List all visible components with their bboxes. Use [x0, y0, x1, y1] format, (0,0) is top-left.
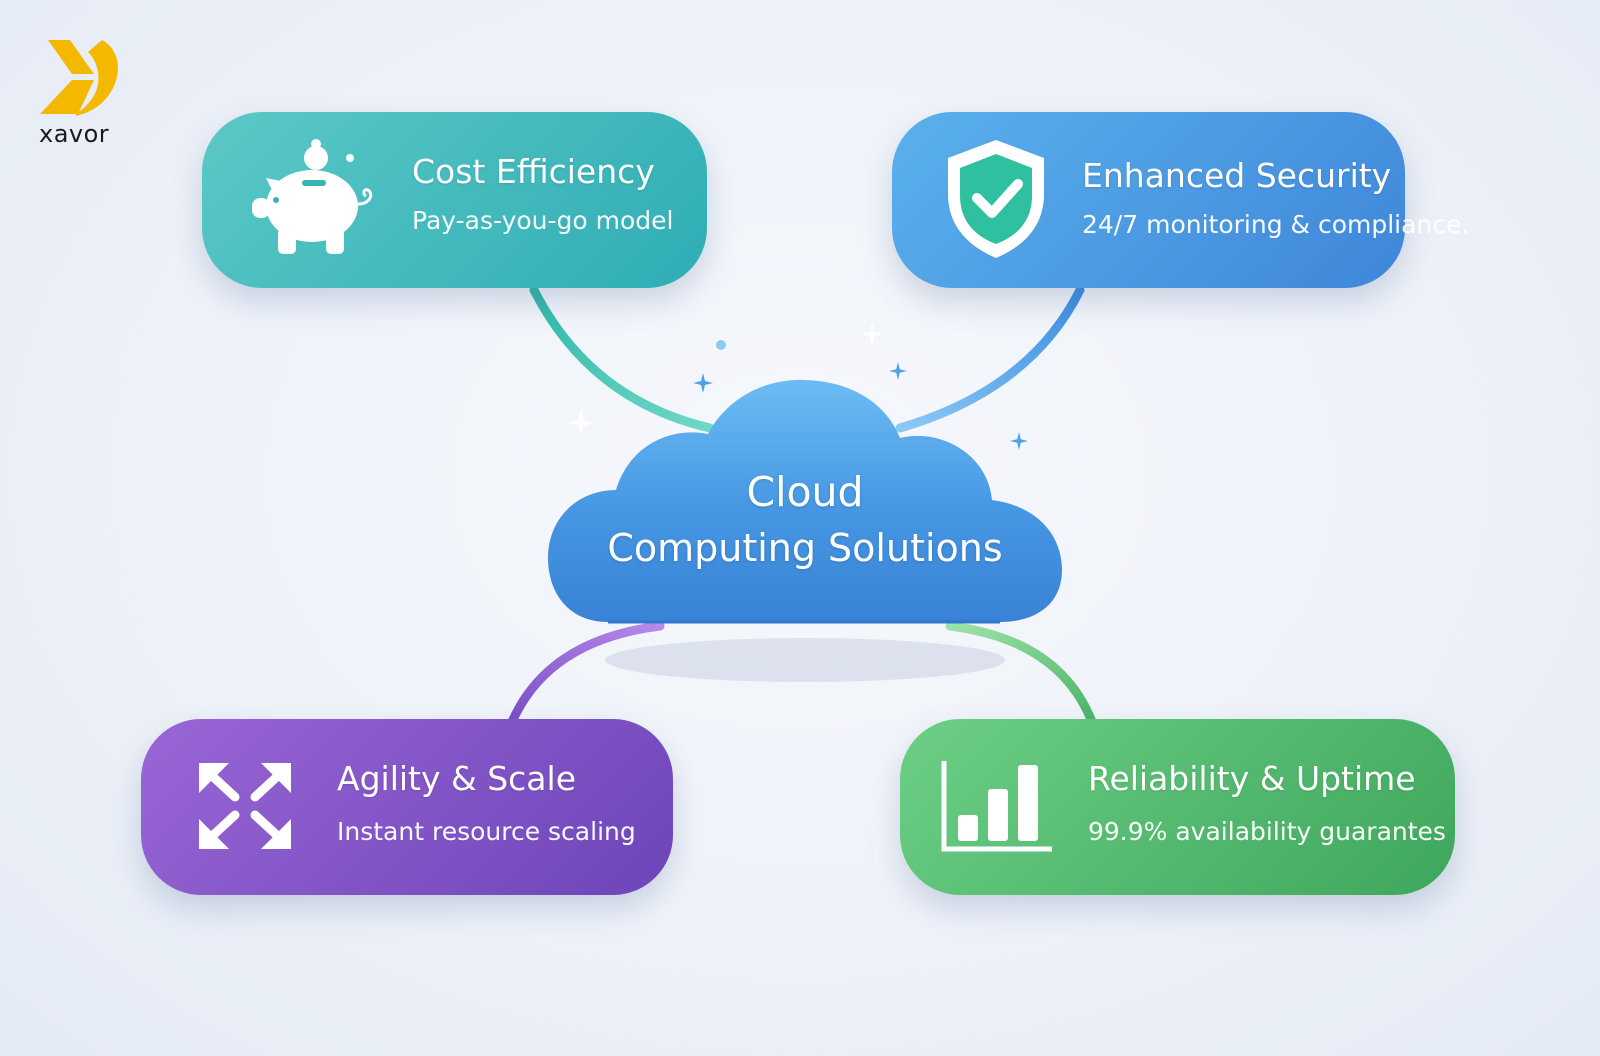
connector-reliability — [945, 621, 1097, 727]
xavor-logo: xavor — [36, 36, 126, 156]
card-title: Cost Efficiency — [412, 152, 655, 191]
card-subtitle: Instant resource scaling — [337, 817, 636, 846]
card-reliability-uptime: Reliability & Uptime 99.9% availability … — [900, 719, 1455, 895]
connector-cost — [529, 285, 715, 433]
card-title: Reliability & Uptime — [1088, 759, 1416, 798]
card-enhanced-security: Enhanced Security 24/7 monitoring & comp… — [892, 112, 1469, 288]
connector-agility — [507, 621, 665, 727]
card-subtitle: Pay-as-you-go model — [412, 206, 674, 235]
sparkle-dot-icon — [716, 340, 726, 350]
sparkle-icon — [889, 362, 907, 380]
card-subtitle: 99.9% availability guarantes — [1088, 817, 1446, 846]
brand-name: xavor — [39, 120, 110, 148]
connector-security — [895, 285, 1085, 433]
bar-chart-icon — [941, 761, 1052, 852]
sparkle-icon — [568, 410, 594, 436]
cloud-shadow — [605, 638, 1005, 682]
sparkle-icon — [860, 322, 884, 346]
cloud-title-line1: Cloud — [746, 468, 864, 516]
card-title: Enhanced Security — [1082, 156, 1392, 195]
expand-arrows-icon — [199, 763, 291, 849]
card-title: Agility & Scale — [337, 759, 576, 798]
sparkle-icon — [693, 373, 713, 393]
card-agility-scale: Agility & Scale Instant resource scaling — [141, 719, 673, 895]
piggy-bank-icon — [252, 139, 373, 254]
card-subtitle: 24/7 monitoring & compliance. — [1082, 210, 1470, 239]
sparkle-icon — [1010, 432, 1028, 450]
cloud-shape — [548, 379, 1062, 624]
xavor-logo-mark — [40, 40, 118, 116]
card-cost-efficiency: Cost Efficiency Pay-as-you-go model — [202, 112, 707, 288]
shield-check-icon — [948, 140, 1044, 258]
cloud-title-line2: Computing Solutions — [607, 526, 1003, 570]
